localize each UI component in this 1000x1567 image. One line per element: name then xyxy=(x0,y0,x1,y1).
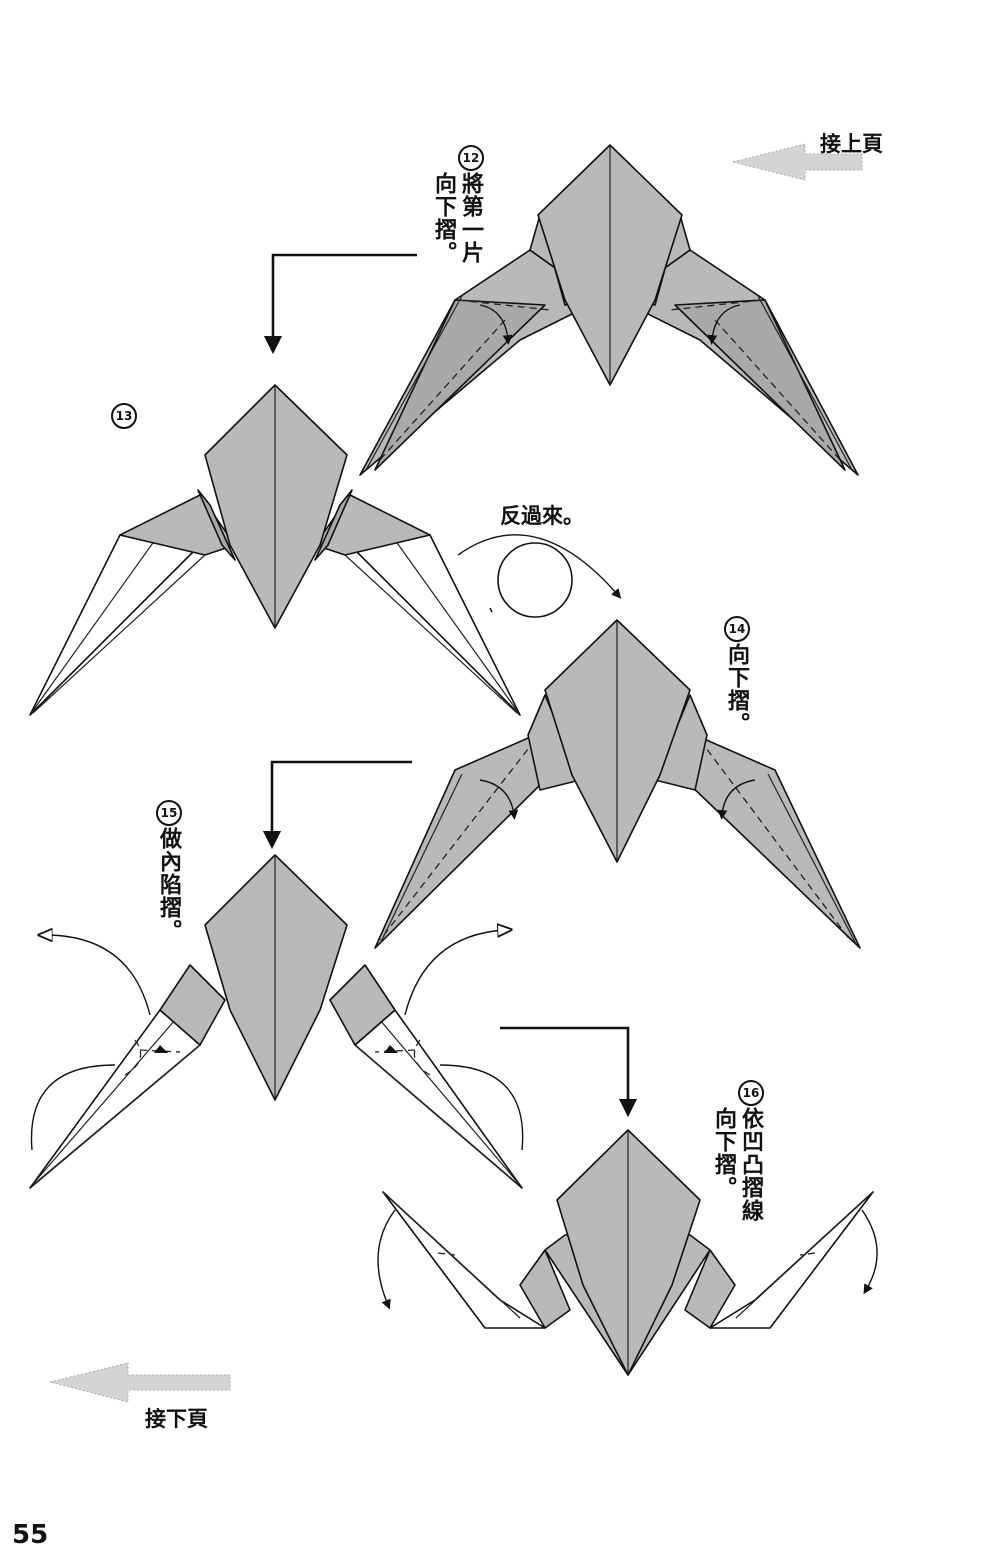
step-16-model xyxy=(377,1129,878,1376)
step-arrow-14-15 xyxy=(262,760,412,850)
turn-over-note: 反過來。 xyxy=(500,504,584,528)
step-12-number: 12 xyxy=(458,145,484,171)
continue-to-label: 接下頁 xyxy=(145,1407,208,1431)
step-13-model xyxy=(29,384,521,716)
continue-from-arrow-icon xyxy=(732,143,863,181)
step-13-number: 13 xyxy=(111,403,137,429)
step-12-text-2: 向下摺。 xyxy=(431,172,456,264)
step-16-text-1: 依凹凸摺線 xyxy=(738,1107,763,1222)
step-14-number: 14 xyxy=(724,616,750,642)
step-15-model xyxy=(29,854,524,1189)
step-12-model xyxy=(359,144,859,476)
step-12-text-1: 將第一片 xyxy=(458,172,483,264)
step-arrow-12-13 xyxy=(263,253,417,355)
step-16-text-2: 向下摺。 xyxy=(711,1107,736,1199)
step-16-number: 16 xyxy=(738,1080,764,1106)
flip-over-circle-icon xyxy=(457,534,622,618)
step-15-number: 15 xyxy=(156,800,182,826)
step-14-text: 向下摺。 xyxy=(724,643,749,735)
continue-from-label: 接上頁 xyxy=(820,132,883,156)
step-14-model xyxy=(374,619,861,949)
step-arrow-15-16 xyxy=(500,1026,638,1118)
page-number: 55 xyxy=(12,1520,49,1550)
continue-to-arrow-icon xyxy=(49,1362,231,1403)
step-15-text: 做內陷摺。 xyxy=(156,827,181,942)
